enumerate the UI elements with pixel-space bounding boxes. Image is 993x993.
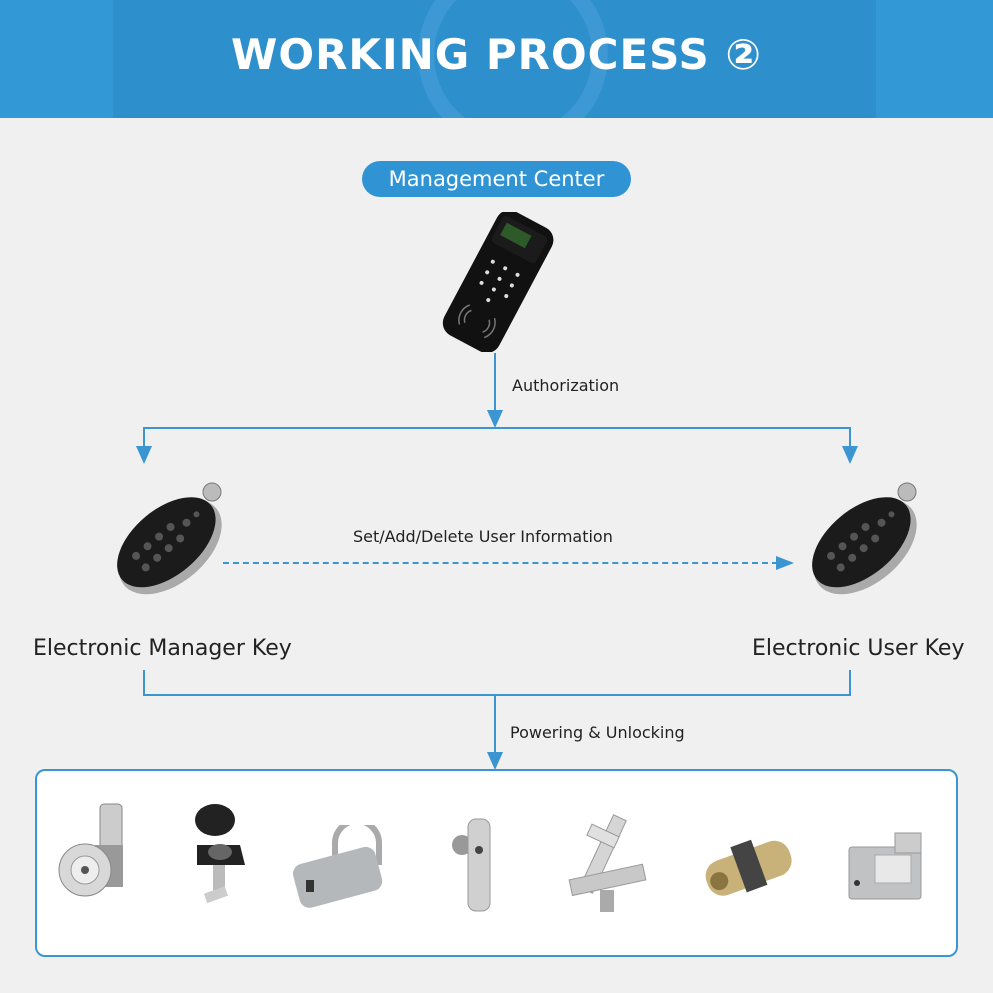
cabinet-lock-icon [195, 804, 245, 904]
management-center-badge: Management Center [362, 161, 631, 197]
shutter-padlock-icon [848, 832, 922, 900]
arrow-down-right-icon [842, 446, 858, 464]
manager-key-label: Electronic Manager Key [33, 636, 292, 661]
merge-right-rise [849, 670, 851, 696]
header-banner: WORKING PROCESS ② [0, 0, 993, 118]
authorization-line [494, 353, 496, 415]
authorization-arrow-icon [487, 410, 503, 428]
authorization-label: Authorization [512, 376, 620, 395]
set-add-delete-label: Set/Add/Delete User Information [353, 527, 613, 546]
page-title: WORKING PROCESS ② [231, 30, 762, 79]
arrow-right-icon [776, 556, 794, 570]
powering-line [494, 694, 496, 752]
split-line [143, 427, 851, 429]
merge-line [143, 694, 851, 696]
manager-key-icon [117, 482, 222, 595]
user-key-icon [812, 482, 917, 595]
merge-left-rise [143, 670, 145, 696]
set-add-delete-dashed-line [223, 562, 778, 564]
powering-arrow-icon [487, 752, 503, 770]
euro-cylinder-icon [705, 839, 792, 896]
latch-lock-icon [568, 814, 647, 912]
split-right-drop [849, 427, 851, 449]
swing-handle-icon [452, 818, 491, 912]
cam-lock-icon [58, 803, 123, 897]
management-device-icon [442, 212, 554, 352]
locks-panel [35, 769, 958, 957]
split-left-drop [143, 427, 145, 449]
padlock-icon [292, 825, 383, 908]
powering-unlocking-label: Powering & Unlocking [510, 723, 685, 742]
arrow-down-left-icon [136, 446, 152, 464]
user-key-label: Electronic User Key [752, 636, 965, 661]
